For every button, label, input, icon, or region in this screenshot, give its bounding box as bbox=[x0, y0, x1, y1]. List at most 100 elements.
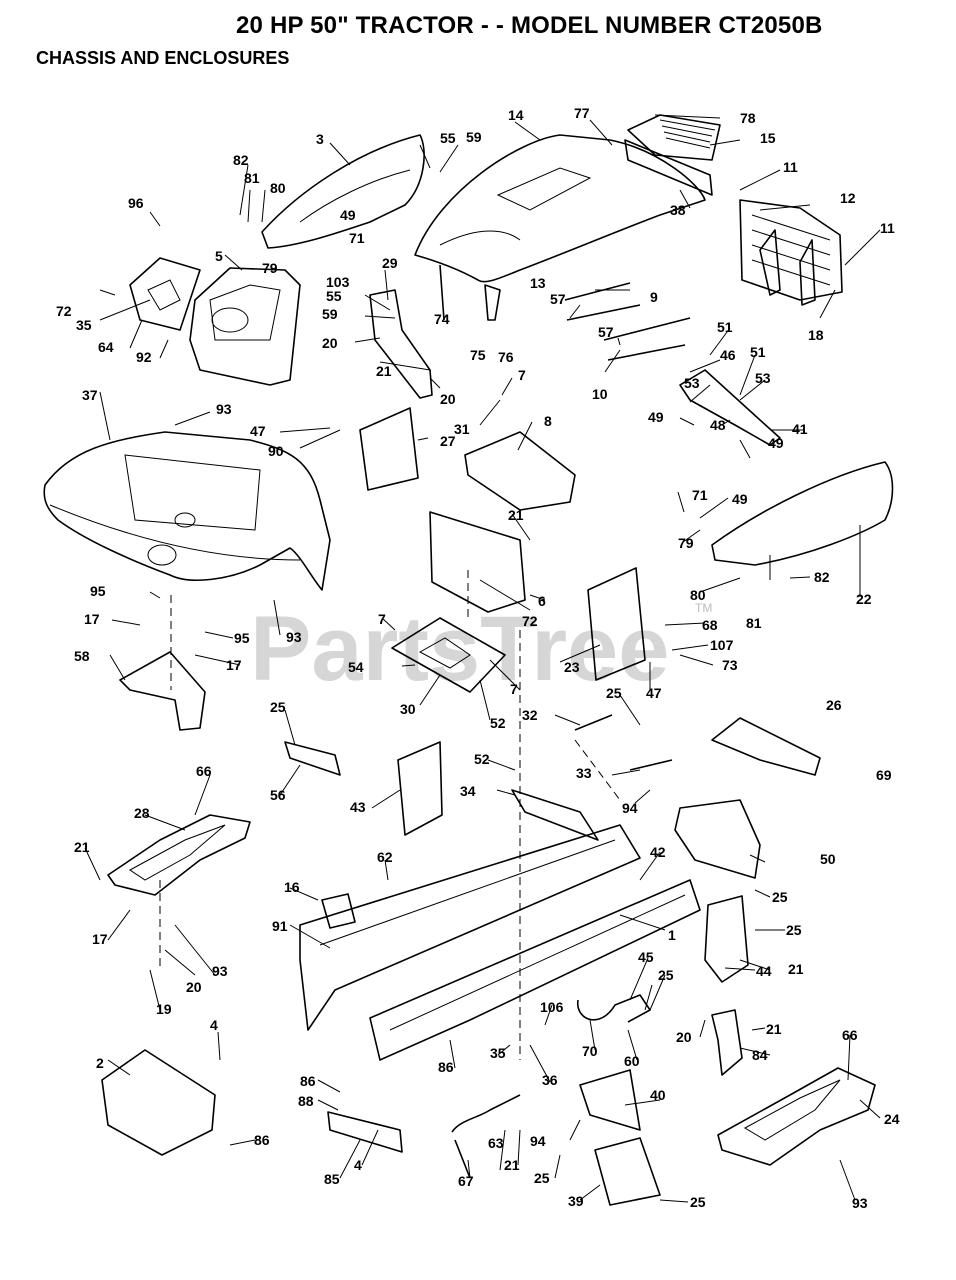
part-frame-left bbox=[299, 824, 641, 1031]
callout-92: 92 bbox=[136, 349, 152, 365]
callout-85: 85 bbox=[324, 1171, 340, 1187]
callout-59: 59 bbox=[466, 129, 482, 145]
callout-29: 29 bbox=[382, 255, 398, 271]
callout-82: 82 bbox=[233, 152, 249, 168]
callout-60: 60 bbox=[624, 1053, 640, 1069]
part-bracket-40 bbox=[579, 1069, 641, 1131]
leader-lines bbox=[84, 114, 881, 1203]
callout-47b: 47 bbox=[646, 685, 662, 701]
part-bracket-58 bbox=[119, 651, 206, 731]
callout-57b: 57 bbox=[598, 324, 614, 340]
part-seat-bracket bbox=[464, 431, 576, 511]
callout-23: 23 bbox=[564, 659, 580, 675]
callout-25c: 25 bbox=[772, 889, 788, 905]
callout-28: 28 bbox=[134, 805, 150, 821]
callout-10: 10 bbox=[592, 386, 608, 402]
callout-75: 75 bbox=[470, 347, 486, 363]
callout-19: 19 bbox=[156, 1001, 172, 1017]
callout-49: 49 bbox=[340, 207, 356, 223]
callout-33: 33 bbox=[576, 765, 592, 781]
callout-51b: 51 bbox=[750, 344, 766, 360]
part-emblem bbox=[321, 893, 356, 929]
callout-86: 86 bbox=[438, 1059, 454, 1075]
callout-7c: 7 bbox=[510, 681, 518, 697]
callout-4: 4 bbox=[210, 1017, 218, 1033]
callout-25g: 25 bbox=[690, 1194, 706, 1210]
part-fender bbox=[43, 431, 331, 591]
callout-25b: 25 bbox=[270, 699, 286, 715]
callout-93b: 93 bbox=[286, 629, 302, 645]
callout-24: 24 bbox=[884, 1111, 900, 1127]
callout-8: 8 bbox=[544, 413, 552, 429]
page-title: 20 HP 50" TRACTOR - - MODEL NUMBER CT205… bbox=[236, 12, 823, 39]
callout-35b: 35 bbox=[490, 1045, 506, 1061]
part-radiator-screen bbox=[739, 199, 843, 301]
callout-21c: 21 bbox=[74, 839, 90, 855]
part-axle-bracket bbox=[327, 1111, 403, 1153]
callout-45: 45 bbox=[638, 949, 654, 965]
part-rear-panel bbox=[587, 567, 646, 681]
callout-44: 44 bbox=[756, 963, 772, 979]
callout-79: 79 bbox=[262, 260, 278, 276]
callout-7: 7 bbox=[518, 367, 526, 383]
callout-94b: 94 bbox=[530, 1133, 546, 1149]
callout-42: 42 bbox=[650, 844, 666, 860]
callout-20d: 20 bbox=[676, 1029, 692, 1045]
callout-11b: 11 bbox=[880, 220, 895, 236]
part-drawings bbox=[43, 114, 894, 1206]
section-subtitle: CHASSIS AND ENCLOSURES bbox=[36, 48, 290, 68]
callout-68: 68 bbox=[702, 617, 718, 633]
callout-52: 52 bbox=[490, 715, 506, 731]
callout-25e: 25 bbox=[658, 967, 674, 983]
callout-66b: 66 bbox=[842, 1027, 858, 1043]
callout-51: 51 bbox=[717, 319, 733, 335]
part-support bbox=[429, 511, 526, 613]
callout-17b: 17 bbox=[226, 657, 242, 673]
callout-1: 1 bbox=[668, 927, 676, 943]
callout-66: 66 bbox=[196, 763, 212, 779]
callout-38: 38 bbox=[670, 202, 686, 218]
callout-34: 34 bbox=[460, 783, 476, 799]
callout-11: 11 bbox=[783, 159, 798, 175]
callout-47: 47 bbox=[250, 423, 266, 439]
callout-21d: 21 bbox=[788, 961, 804, 977]
callout-91: 91 bbox=[272, 918, 288, 934]
callout-94: 94 bbox=[622, 800, 638, 816]
callout-88: 88 bbox=[298, 1093, 314, 1109]
callout-20b: 20 bbox=[440, 391, 456, 407]
callout-7b: 7 bbox=[378, 611, 386, 627]
callout-63: 63 bbox=[488, 1135, 504, 1151]
callout-81: 81 bbox=[244, 170, 260, 186]
callout-82b: 82 bbox=[814, 569, 830, 585]
callout-76: 76 bbox=[498, 349, 514, 365]
callout-55b: 55 bbox=[326, 288, 342, 304]
callout-58: 58 bbox=[74, 648, 90, 664]
part-bracket-39 bbox=[594, 1137, 661, 1206]
part-hood-bracket bbox=[679, 369, 781, 446]
callout-84: 84 bbox=[752, 1047, 768, 1063]
callout-18: 18 bbox=[808, 327, 824, 343]
callout-20: 20 bbox=[322, 335, 338, 351]
callout-95b: 95 bbox=[234, 630, 250, 646]
callout-21e: 21 bbox=[766, 1021, 782, 1037]
callout-59b: 59 bbox=[322, 306, 338, 322]
callout-32: 32 bbox=[522, 707, 538, 723]
part-deck-plate bbox=[391, 617, 506, 693]
callout-5: 5 bbox=[215, 248, 223, 264]
callout-21f: 21 bbox=[504, 1157, 520, 1173]
part-dash-bracket bbox=[369, 289, 433, 399]
callout-93d: 93 bbox=[852, 1195, 868, 1211]
callout-72b: 72 bbox=[522, 613, 538, 629]
callout-46: 46 bbox=[720, 347, 736, 363]
callout-54: 54 bbox=[348, 659, 364, 675]
callout-41: 41 bbox=[792, 421, 808, 437]
callout-53: 53 bbox=[684, 375, 700, 391]
callout-62: 62 bbox=[377, 849, 393, 865]
callout-52b: 52 bbox=[474, 751, 490, 767]
callout-31: 31 bbox=[454, 421, 470, 437]
callout-78: 78 bbox=[740, 110, 756, 126]
callout-14: 14 bbox=[508, 107, 524, 123]
callout-49c: 49 bbox=[768, 435, 784, 451]
callout-106: 106 bbox=[540, 999, 564, 1015]
callout-21b: 21 bbox=[508, 507, 524, 523]
